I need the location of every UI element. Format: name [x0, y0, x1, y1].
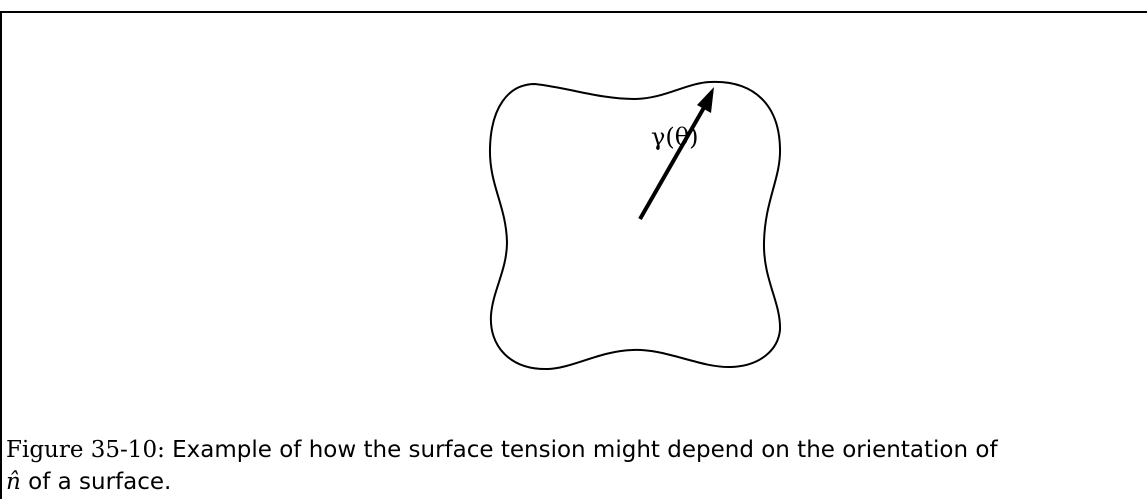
- gamma-arrow-head: [697, 87, 714, 113]
- figure-caption: Figure 35-10: Example of how the surface…: [6, 434, 1147, 498]
- caption-text-1: Example of how the surface tension might…: [172, 437, 998, 463]
- n-hat-symbol: n̂: [6, 469, 21, 495]
- wulff-shape-outline: [488, 80, 782, 371]
- figure-frame: [0, 11, 1147, 499]
- caption-line-2: n̂ of a surface.: [6, 466, 1147, 498]
- caption-text-2: of a surface.: [28, 469, 172, 495]
- gamma-arrow-shaft: [638, 103, 708, 220]
- figure-number: Figure 35-10:: [6, 437, 165, 463]
- gamma-theta-label: γ(θ): [651, 123, 699, 151]
- caption-line-1: Figure 35-10: Example of how the surface…: [6, 434, 1147, 466]
